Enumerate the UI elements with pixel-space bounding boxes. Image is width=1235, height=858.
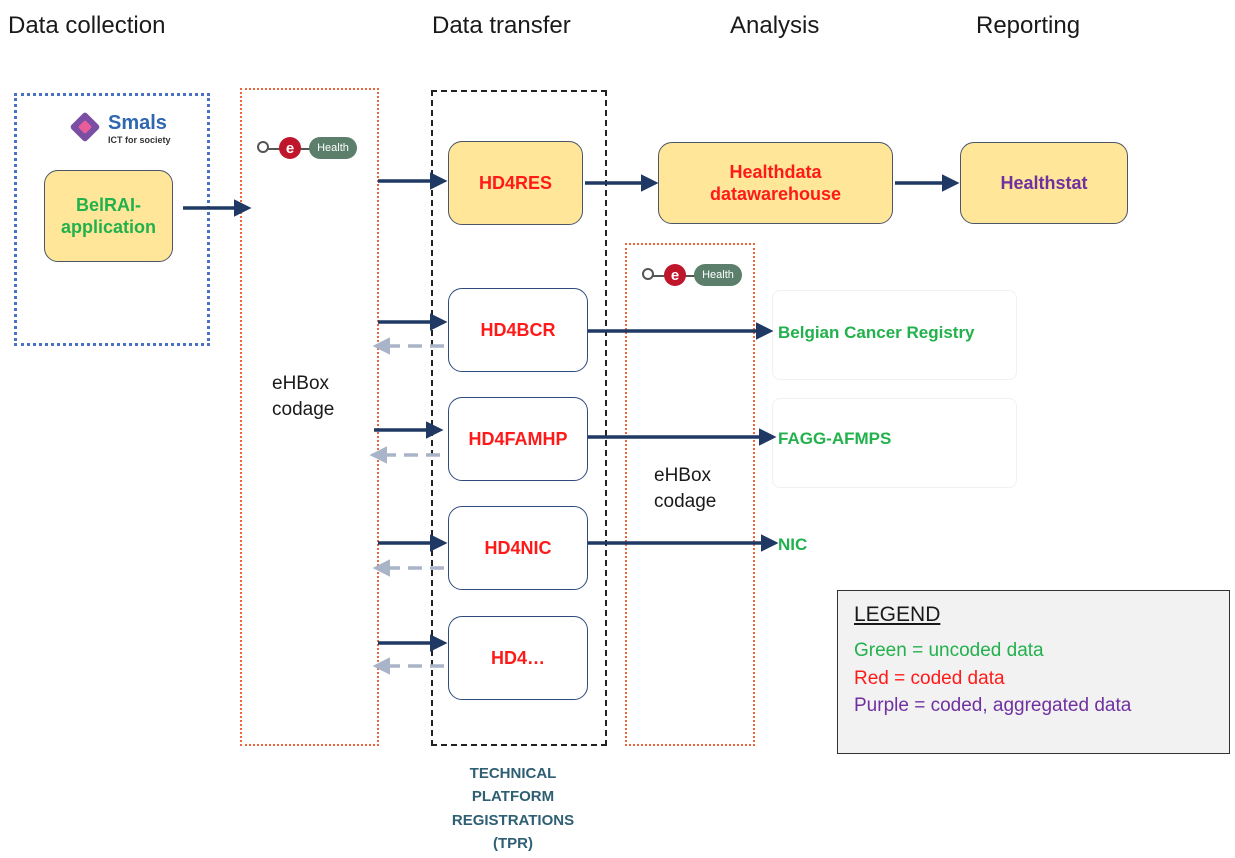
column-title-analysis: Analysis [730, 12, 820, 39]
ehbox-right-container [625, 243, 755, 746]
smals-logo: Smals ICT for society [69, 111, 200, 151]
ehealth-logo-left: e Health [257, 137, 359, 161]
legend-title: LEGEND [854, 603, 941, 626]
ehealth-ring-icon [642, 268, 654, 280]
ehealth-word: Health [694, 264, 742, 286]
ehealth-logo-right: e Health [642, 264, 744, 288]
hd4-more-box: HD4… [448, 616, 588, 700]
smals-tagline: ICT for society [108, 135, 171, 145]
smals-container [14, 93, 210, 346]
destination-belgian-cancer-registry: Belgian Cancer Registry [778, 323, 975, 342]
hd4famhp-box: HD4FAMHP [448, 397, 588, 481]
column-title-reporting: Reporting [976, 12, 1081, 39]
hd4nic-box: HD4NIC [448, 506, 588, 590]
hd4bcr-box: HD4BCR [448, 288, 588, 372]
ehealth-word: Health [309, 137, 357, 159]
tpr-container [431, 90, 607, 746]
destination-fagg-afmps: FAGG-AFMPS [778, 429, 892, 448]
ehbox-codage-right-label: eHBox codage [654, 465, 717, 512]
ehealth-e-icon: e [279, 137, 301, 159]
ehealth-e-icon: e [664, 264, 686, 286]
healthstat-box: Healthstat [960, 142, 1128, 224]
healthdata-datawarehouse-box: Healthdata datawarehouse [658, 142, 893, 224]
legend-item-green: Green = uncoded data [854, 640, 1044, 661]
tpr-label: TECHNICAL PLATFORM REGISTRATIONS (TPR) [451, 765, 575, 852]
ehbox-left-container [240, 88, 379, 746]
ehealth-ring-icon [257, 141, 269, 153]
belrai-application-box: BelRAI- application [44, 170, 173, 262]
column-title-data-collection: Data collection [8, 12, 166, 39]
hd4res-box: HD4RES [448, 141, 583, 225]
legend-item-red: Red = coded data [854, 667, 1005, 689]
smals-name: Smals [108, 112, 167, 134]
column-title-data-transfer: Data transfer [432, 12, 571, 39]
ehbox-codage-left-label: eHBox codage [272, 373, 335, 420]
legend-item-purple: Purple = coded, aggregated data [854, 695, 1132, 717]
destination-nic: NIC [778, 535, 808, 554]
legend: LEGEND Green = uncoded data Red = coded … [837, 590, 1230, 754]
